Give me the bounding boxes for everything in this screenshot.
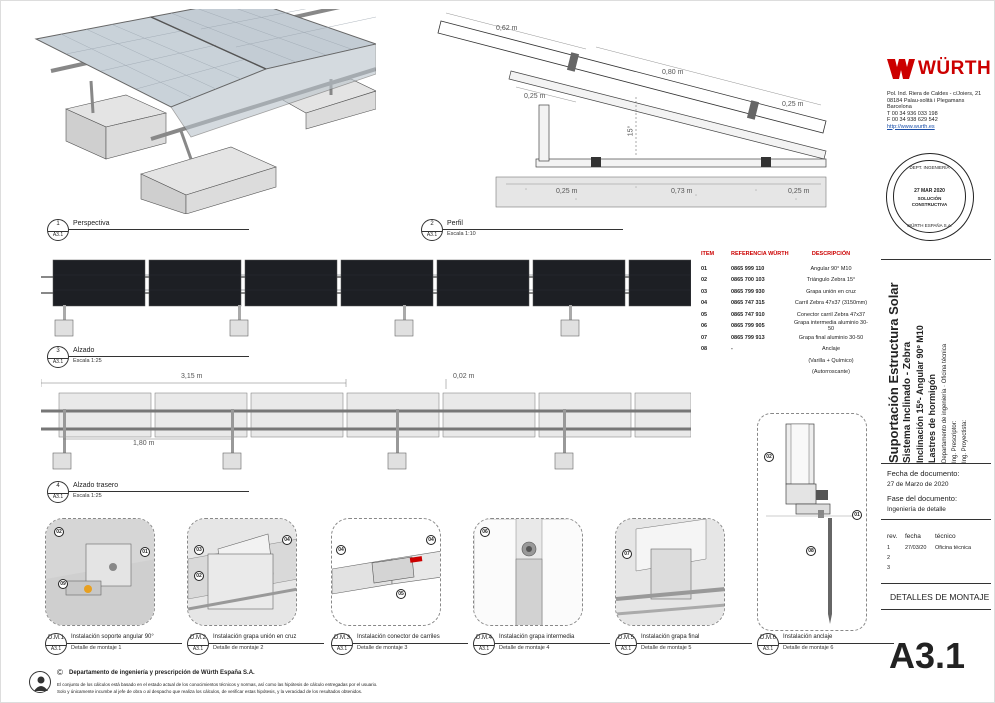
dim-0-80: 0,80 m [662,69,684,76]
footer-note-1: El conjunto de los cálculos está basado … [57,682,378,687]
section-title: DETALLES DE MONTAJE [890,592,990,602]
doc-date: 27 de Marzo de 2020 [887,481,949,488]
badge-02: 02 [764,452,774,462]
badge-01: 01 [852,510,862,520]
dim-base-3: 0,25 m [788,188,810,195]
sheet-number: A3.1 [889,635,966,676]
dim-0-25-left: 0,25 m [524,93,546,100]
badge-02: 02 [194,571,204,581]
table-row: 08-Anclaje [701,346,841,353]
rear-elevation-view: 3,15 m 0,02 m 1,80 m [40,373,692,478]
engineer-icon [29,671,51,693]
projectist-line: Ing. Proyectista: [962,419,968,463]
wurth-logo: WÜRTH [885,57,991,81]
detail-2-illustration: 03 04 02 [187,518,297,626]
revision-row: 1 27/03/20 Oficina técnica [887,545,972,551]
title-block-rotated: Suportación Estructura Solar Sistema Inc… [886,263,976,463]
revision-header: rev. fecha técnico [887,533,956,540]
footer-dept: Departamento de ingeniería y prescripció… [69,670,255,676]
dim-angle: 15° [627,125,635,137]
detail-6-illustration: 02 01 08 [757,413,867,631]
badge-08: 08 [806,546,816,556]
revision-row: 3 [887,565,891,571]
drawing-line2: Inclinación 15º- Angular 90º M10 [915,325,925,463]
badge-09: 09 [58,579,68,589]
website-link[interactable]: http://www.wurth.es [887,123,935,130]
detail-5-illustration: 07 [615,518,725,626]
table-row: (Varilla + Químico) [808,357,854,364]
badge-04: 04 [426,535,436,545]
drawing-title: Suportación Estructura Solar [886,282,901,463]
badge-01: 01 [140,547,150,557]
drawing-line1: Sistema Inclinado - Zebra [902,341,913,463]
badge-02: 02 [54,527,64,537]
badge-07: 07 [622,549,632,559]
perspective-view [31,0,378,215]
doc-info: Fecha de documento: 27 de Marzo de 2020 … [887,469,992,513]
dim-gap: 0,02 m [453,373,475,380]
dim-rear: 1,80 m [133,440,155,447]
engineering-stamp: DEPT. INGENIERÍA 27 MAR 2020 SOLUCIÓN CO… [886,153,974,241]
profile-view: 0,62 m 0,80 m 0,25 m 0,25 m 15° 0,25 m 0… [426,9,836,214]
company-address: Pol. Ind. Riera de Caldes - c/Joiers, 21… [887,91,987,130]
revision-table: rev. fecha técnico 1 27/03/20 Oficina té… [887,533,987,575]
dept-line: Departamento de ingeniería · Oficina téc… [942,343,948,463]
badge-03: 03 [194,545,204,555]
badge-06: 06 [480,527,490,537]
revision-row: 2 [887,555,891,561]
detail-1-illustration: 02 01 09 [45,518,155,626]
footer-note-2: Solo y únicamente incumbe al jefe de obr… [57,689,363,694]
doc-date-label: Fecha de documento: [887,469,960,478]
dim-base-2: 0,73 m [671,188,693,195]
badge-04: 04 [336,545,346,555]
detail-3-illustration: 04 04 05 [331,518,441,626]
dim-0-25-top: 0,25 m [782,101,804,108]
parts-table-header: ITEM REFERENCIA WÜRTH DESCRIPCIÓN [701,251,851,257]
elevation-view [41,253,692,343]
prescriptor-line: Ing. Prescriptor: [952,420,958,463]
table-row: (Autorroscante) [812,369,850,376]
dim-span: 3,15 m [181,373,203,380]
badge-05: 05 [396,589,406,599]
dim-0-62: 0,62 m [496,25,518,32]
detail-4-illustration: 06 [473,518,583,626]
phase: Ingeniería de detalle [887,506,946,513]
copyright-symbol: © [57,668,63,677]
brand-name: WÜRTH [918,58,992,79]
phase-label: Fase del documento: [887,494,958,503]
badge-04: 04 [282,535,292,545]
drawing-line3: Lastres de hormigón [927,373,937,463]
dim-base-1: 0,25 m [556,188,578,195]
